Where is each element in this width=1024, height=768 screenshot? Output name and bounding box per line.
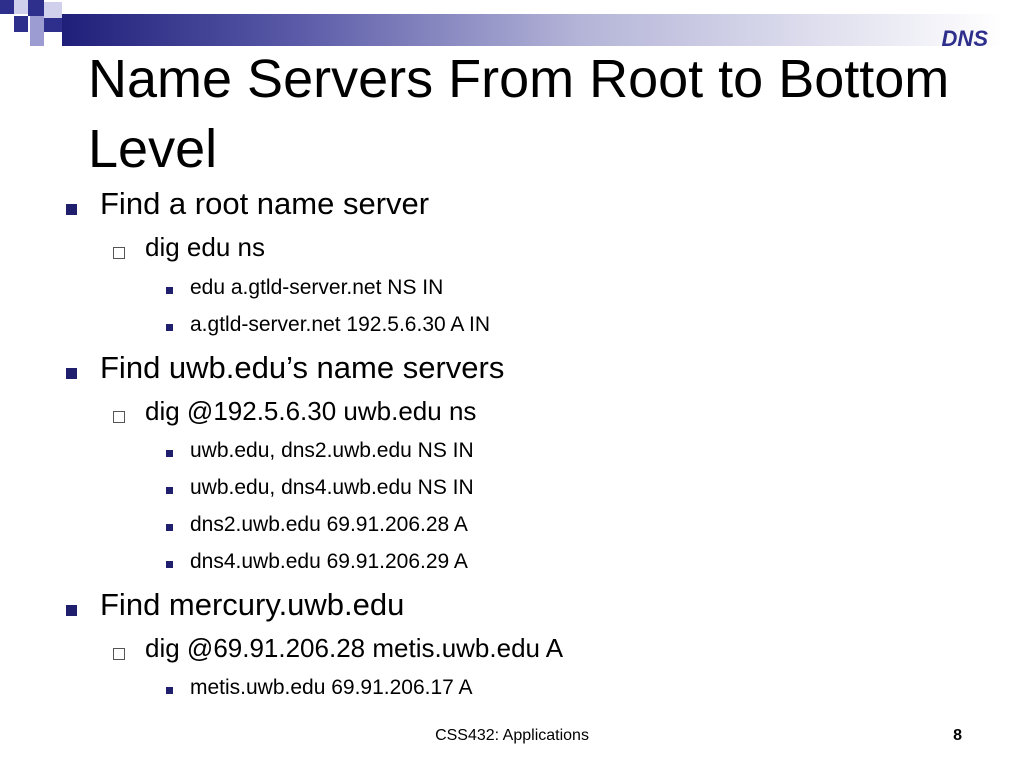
footer-course: CSS432: Applications	[435, 727, 589, 744]
decor-square	[44, 18, 62, 32]
square-bullet-icon	[166, 487, 173, 494]
square-bullet-icon	[166, 524, 173, 531]
hollow-square-bullet-icon	[113, 648, 125, 660]
bullet-text-level-1: Find mercury.uwb.edu	[100, 587, 405, 622]
bullet-text-level-3: uwb.edu, dns4.uwb.edu NS IN	[190, 476, 474, 499]
slide-title: Name Servers From Root to Bottom Level	[88, 49, 950, 179]
decor-square	[28, 0, 44, 16]
section-tag: DNS	[941, 26, 988, 51]
bullet-text-level-3: edu a.gtld-server.net NS IN	[190, 276, 444, 299]
square-bullet-icon	[166, 324, 173, 331]
square-bullet-icon	[66, 204, 77, 215]
header-gradient-bar	[62, 14, 1002, 46]
bullet-text-level-3: metis.uwb.edu 69.91.206.17 A	[190, 676, 473, 699]
square-bullet-icon	[166, 561, 173, 568]
bullet-text-level-3: dns4.uwb.edu 69.91.206.29 A	[190, 550, 468, 573]
bullet-text-level-2: dig @192.5.6.30 uwb.edu ns	[145, 396, 477, 426]
square-bullet-icon	[166, 687, 173, 694]
square-bullet-icon	[166, 450, 173, 457]
decor-square	[44, 2, 62, 18]
decor-square	[30, 32, 44, 46]
square-bullet-icon	[66, 605, 77, 616]
decor-square	[0, 0, 14, 14]
bullet-text-level-3: dns2.uwb.edu 69.91.206.28 A	[190, 513, 468, 536]
bullet-text-level-3: uwb.edu, dns2.uwb.edu NS IN	[190, 439, 474, 462]
decor-square	[14, 16, 28, 32]
slide-number: 8	[953, 727, 962, 744]
hollow-square-bullet-icon	[113, 411, 125, 423]
hollow-square-bullet-icon	[113, 247, 125, 259]
bullet-text-level-2: dig @69.91.206.28 metis.uwb.edu A	[145, 633, 564, 663]
bullet-text-level-2: dig edu ns	[145, 232, 265, 262]
decor-square	[14, 0, 28, 14]
square-bullet-icon	[66, 368, 77, 379]
square-bullet-icon	[166, 287, 173, 294]
decor-square	[30, 16, 44, 32]
bullet-text-level-1: Find a root name server	[100, 186, 430, 221]
bullet-text-level-1: Find uwb.edu’s name servers	[100, 350, 505, 385]
bullet-text-level-3: a.gtld-server.net 192.5.6.30 A IN	[190, 313, 491, 336]
